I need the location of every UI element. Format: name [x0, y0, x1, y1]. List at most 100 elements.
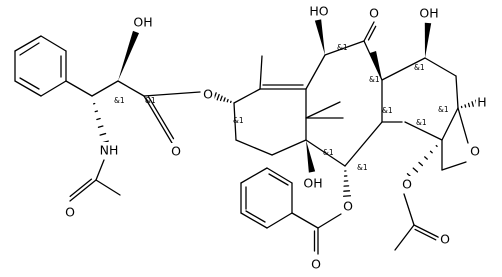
label-mask [307, 3, 331, 19]
label-mask [475, 94, 489, 110]
c4-acetate-hashed-bond [406, 144, 438, 179]
c2prime-c1prime-bond [117, 80, 145, 97]
stereo-label-c1: &1 [323, 148, 334, 157]
label-mask [438, 231, 452, 247]
hash-stripe [435, 144, 438, 148]
label-mask [367, 5, 381, 21]
c1prime-ester-o-bond [143, 91, 201, 97]
phenyl-bond [14, 80, 42, 97]
phenyl-bond [40, 35, 67, 52]
atom-label-c5-hydrogen: H [477, 95, 486, 110]
atom-label-ketone-o: O [369, 6, 379, 21]
label-mask [131, 14, 155, 30]
c3prime-nh-hashed-bond [92, 102, 109, 144]
stereo-label-c4: &1 [416, 118, 427, 127]
label-mask [98, 142, 120, 158]
oxetane-bond [457, 107, 469, 144]
hash-stripe [96, 117, 101, 121]
atom-label-nh: NH [100, 143, 119, 158]
ester-carbonyl-double-bond [143, 95, 173, 144]
label-layer: OH NH O O O HO O OH O H OH O O O O &1 &1… [65, 4, 487, 272]
c8-methyl-wedge [369, 51, 382, 80]
ring-a-bond [271, 139, 307, 156]
ring-a-bond [233, 102, 237, 141]
benzoyl-ring-bond [266, 212, 293, 229]
benzoyl-ring-bond [240, 212, 268, 229]
nh-carbonyl-bond [95, 159, 105, 181]
ring-a-bond [235, 139, 273, 156]
ketone-double-bond [363, 21, 375, 42]
stereo-label-c2: &1 [357, 163, 368, 172]
ring-c-bond [381, 57, 426, 81]
atom-label-acetate-o: O [402, 177, 412, 192]
stereo-label-c5: &1 [438, 105, 449, 114]
stereo-label-c3-prime: &1 [114, 96, 125, 105]
label-mask [201, 86, 215, 102]
hash-stripe [418, 161, 424, 167]
label-mask [169, 143, 183, 159]
hash-stripe [412, 167, 419, 173]
hash-stripe [429, 150, 433, 154]
hash-stripe [424, 156, 428, 160]
hash-stripe [226, 98, 229, 103]
benzoyl-ring-bond [240, 167, 268, 184]
atom-label-oxetane-o: O [470, 144, 480, 159]
benzoyl-phenyl-bond [291, 212, 319, 229]
atom-label-ester-o: O [203, 87, 213, 102]
hash-stripe [216, 93, 220, 101]
ring-c-bond [441, 107, 459, 141]
c10-c9-bond [324, 40, 365, 56]
label-mask [309, 256, 323, 272]
amide-carbonyl-double-bond [69, 179, 97, 202]
benzoate-o-carbonyl-bond [317, 213, 342, 229]
label-mask [341, 198, 355, 214]
acetate-o-carbonyl-bond [403, 193, 415, 226]
ring-b-bond [305, 139, 346, 167]
ketone-double-bond [367, 25, 377, 41]
c3prime-c2prime-bond [91, 80, 119, 97]
c9-c8-bond [363, 40, 383, 81]
c3prime-phenyl-bond [65, 80, 93, 97]
gem-methyl-bond [305, 101, 341, 119]
stereo-label-c7: &1 [414, 63, 425, 72]
oxetane-bond [441, 161, 467, 171]
label-mask-layer [63, 3, 489, 272]
hash-stripe [467, 102, 471, 108]
hash-stripe [219, 95, 223, 102]
phenyl-bond [14, 35, 42, 52]
stereo-label-c3: &1 [382, 106, 393, 115]
phenyl-bond [40, 80, 67, 97]
atom-label-oh-side-chain: OH [133, 15, 152, 30]
amide-carbonyl-double-bond [69, 178, 93, 198]
acetyl-carbonyl-double-bond [414, 228, 437, 241]
atom-label-c7-hydroxyl: OH [419, 6, 438, 21]
stereo-label-c13: &1 [233, 116, 244, 125]
stereo-label-c2-prime: &1 [145, 96, 156, 105]
ring-c-bond [455, 75, 459, 109]
atom-label-c1-hydroxyl: OH [303, 176, 322, 191]
c13-ester-o-hashed-bond [213, 92, 232, 104]
label-mask [417, 5, 441, 21]
hash-stripe [99, 132, 107, 136]
ring-c-bond [404, 121, 443, 141]
c12-methyl-bond [259, 55, 263, 90]
hash-stripe [94, 110, 99, 113]
c7-oh-wedge [424, 22, 432, 59]
c1-oh-wedge [306, 140, 316, 173]
label-mask [468, 143, 482, 159]
benzoyl-inner-bond [245, 210, 266, 223]
bond-layer [14, 19, 482, 255]
hash-stripe [223, 97, 226, 102]
phenyl-inner-bond [19, 42, 40, 56]
c2-benzoate-hashed-bond [342, 170, 352, 197]
atom-label-c10-hydroxyl: HO [309, 4, 328, 19]
ring-c-bond [424, 57, 457, 77]
acetamide-methyl-bond [95, 179, 121, 196]
atom-label-benzoate-o: O [343, 199, 353, 214]
label-mask [400, 176, 414, 192]
stereo-label-c8: &1 [369, 75, 380, 84]
ring-a-bond [233, 88, 261, 104]
hash-stripe [97, 125, 104, 128]
ring-b-bond [305, 54, 326, 90]
